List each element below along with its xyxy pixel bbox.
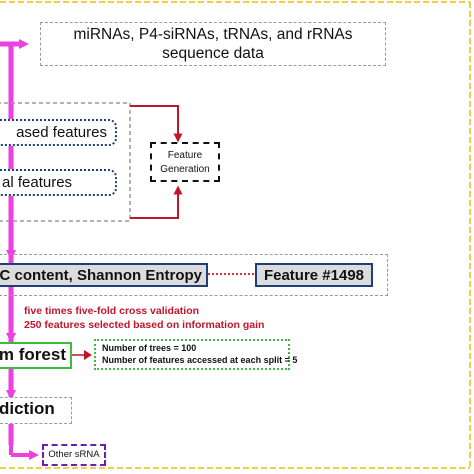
feature-count-box: Feature #1498	[255, 263, 373, 287]
random-forest-label: m forest	[0, 345, 66, 364]
gc-entropy-label: C content, Shannon Entropy	[0, 267, 202, 284]
params-connector-arrow	[84, 350, 92, 360]
other-srna-box: Other sRNA	[42, 444, 106, 466]
model-params-box: Number of trees = 100 Number of features…	[94, 339, 297, 370]
feedback-bracket-bottom	[130, 185, 183, 219]
based-features-box: ased features	[0, 119, 117, 146]
al-features-box: al features	[0, 169, 117, 196]
cv-note-line1: five times five-fold cross validation	[24, 305, 200, 317]
random-forest-box: m forest	[0, 342, 72, 369]
prediction-label: diction	[0, 399, 55, 418]
feature-generation-line2: Generation	[160, 164, 210, 175]
other-srna-label: Other sRNA	[48, 449, 100, 460]
features-group-box	[0, 102, 131, 222]
model-params-line2: Number of features accessed at each spli…	[102, 355, 298, 365]
feature-generation-line1: Feature	[167, 150, 203, 161]
al-features-label: al features	[2, 174, 73, 191]
gc-entropy-box: C content, Shannon Entropy	[0, 263, 208, 287]
input-title-line2: sequence data	[162, 45, 264, 62]
prediction-box: diction	[0, 397, 72, 424]
cv-note-line2: 250 features selected based on informati…	[24, 319, 265, 331]
input-title-line1: miRNAs, P4-siRNAs, tRNAs, and rRNAs	[73, 26, 353, 43]
feature-generation-box: Feature Generation	[150, 142, 220, 182]
selection-band	[0, 254, 388, 296]
based-features-label: ased features	[16, 124, 107, 141]
feature-count-label: Feature #1498	[263, 267, 365, 284]
feedback-bracket-top	[130, 105, 183, 143]
model-params-line1: Number of trees = 100	[102, 343, 197, 353]
input-data-box: miRNAs, P4-siRNAs, tRNAs, and rRNAs sequ…	[40, 22, 386, 66]
